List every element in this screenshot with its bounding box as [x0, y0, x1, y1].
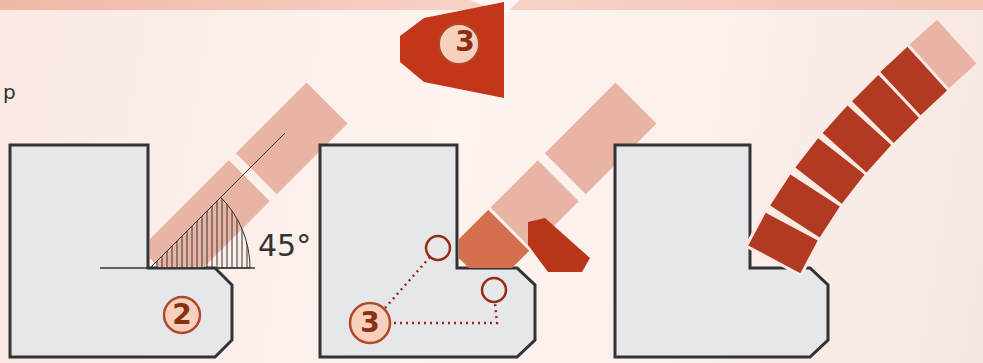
- cut-piece: [528, 218, 590, 272]
- brick-callout: 3: [398, 0, 506, 100]
- base-line: [100, 267, 255, 269]
- angle-hatch: [150, 197, 250, 268]
- angle-label: 45°: [258, 228, 311, 263]
- cut-text: p: [3, 80, 16, 104]
- bricks: [150, 82, 348, 268]
- callout-number: 3: [455, 28, 474, 56]
- gap-circle: [482, 278, 506, 302]
- callout-number: 3: [360, 309, 379, 337]
- brick-piece: [398, 0, 506, 100]
- callout-node: 2: [162, 295, 202, 335]
- callout-number: 2: [172, 301, 191, 329]
- steel-shell: [320, 145, 535, 357]
- leader-line: [394, 303, 497, 323]
- leader-line: [385, 257, 430, 308]
- callout-node: 3: [348, 301, 392, 345]
- gap-circle: [426, 236, 450, 260]
- arch-bricks: [746, 18, 978, 276]
